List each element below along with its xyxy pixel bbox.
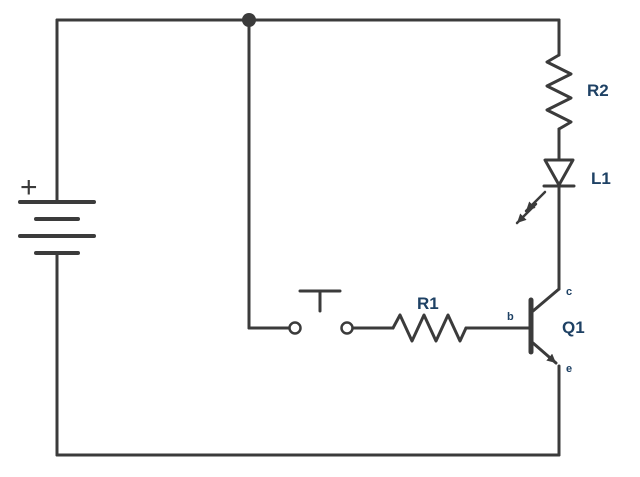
transistor-collector-pin-label: c — [566, 286, 572, 298]
switch-contact-left — [288, 321, 302, 335]
schematic-geometry — [18, 18, 576, 457]
led-light-arrow-1 — [524, 190, 547, 213]
resistor-r2 — [545, 53, 573, 131]
led-light-arrow-2 — [515, 202, 538, 225]
transistor-emitter-lead — [531, 341, 558, 365]
resistor-r1 — [391, 313, 468, 343]
resistor-r2-label: R2 — [587, 81, 609, 100]
battery-plus-label: + — [20, 171, 38, 204]
battery — [18, 200, 96, 255]
transistor-base-pin-label: b — [507, 311, 514, 323]
led-l1 — [515, 158, 576, 225]
pushbutton-switch — [247, 289, 354, 335]
led-triangle — [543, 158, 575, 187]
junction-dot — [242, 13, 256, 27]
transistor-q1 — [528, 287, 561, 365]
transistor-collector-lead — [531, 287, 561, 313]
resistor-r1-label: R1 — [417, 294, 439, 313]
led-l1-label: L1 — [591, 169, 611, 188]
transistor-q1-label: Q1 — [562, 318, 585, 337]
transistor-emitter-pin-label: e — [566, 363, 572, 375]
switch-contact-right — [340, 321, 354, 335]
